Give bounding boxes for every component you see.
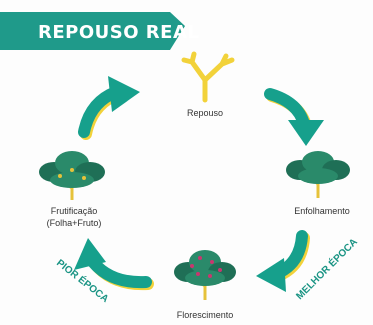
cycle-arrow-icon bbox=[74, 238, 154, 291]
cycle-arrow-icon bbox=[256, 230, 310, 292]
page-title: REPOUSO REAL bbox=[38, 22, 199, 43]
stage-label-frutificacao: Frutificação bbox=[51, 206, 98, 216]
title-banner: REPOUSO REAL bbox=[0, 12, 199, 50]
stage-label-florescimento: Florescimento bbox=[177, 310, 234, 320]
bare-branch-icon bbox=[181, 51, 235, 103]
stage-label-repouso: Repouso bbox=[187, 108, 223, 118]
flowering-tree-icon bbox=[174, 250, 236, 300]
fruiting-tree-icon bbox=[39, 151, 105, 200]
leafy-tree-icon bbox=[286, 151, 350, 198]
cycle-arrow-icon bbox=[264, 88, 324, 146]
stage-label-frutificacao-detail: (Folha+Fruto) bbox=[47, 218, 102, 228]
stage-label-enfolhamento: Enfolhamento bbox=[294, 206, 350, 216]
cycle-arrow-icon bbox=[78, 76, 140, 140]
